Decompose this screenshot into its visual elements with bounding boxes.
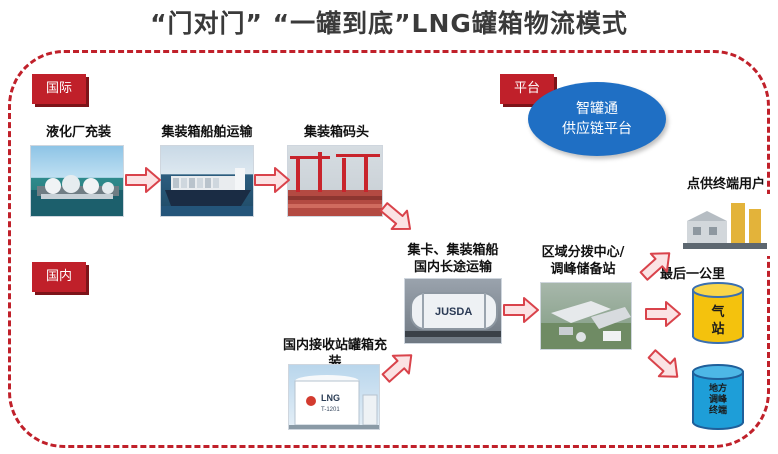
platform-name-line2: 供应链平台 — [562, 121, 632, 137]
container-terminal-photo — [287, 145, 383, 217]
container-terminal-label: 集装箱码头 — [304, 125, 370, 140]
tank-brand-text: LNG — [321, 393, 340, 403]
tank-trailer-illustration: JUSDA — [405, 292, 501, 337]
page-title: “门对门” “一罐到底”LNG罐箱物流模式 — [150, 9, 628, 38]
peak-station-cylinder: 地方调峰终端 — [692, 364, 744, 430]
ship-illustration — [161, 168, 253, 216]
arrow-plant-to-ship — [125, 167, 161, 193]
plant-tanks-illustration — [31, 175, 123, 216]
gas-station-cylinder-shape — [692, 282, 744, 344]
arrow-station-to-transport — [376, 345, 421, 388]
arrow-hub-to-peak-station — [642, 344, 687, 387]
last-mile-label: 最后一公里 — [660, 267, 726, 282]
point-supply-photo — [678, 194, 770, 256]
gas-station-cylinder: 气站 — [692, 282, 744, 344]
hub-aerial-illustration — [541, 301, 631, 349]
gas-station-text: 气站 — [711, 305, 725, 337]
liquefaction-label: 液化厂充装 — [46, 125, 112, 140]
regional-hub-photo — [540, 282, 632, 350]
receiving-station-photo: LNG T-1201 — [288, 364, 380, 430]
peak-station-text: 地方调峰终端 — [708, 384, 727, 416]
trailer-brand-text: JUSDA — [435, 306, 472, 318]
platform-ellipse: 智罐通 供应链平台 — [528, 82, 666, 156]
arrow-terminal-to-transport — [375, 196, 419, 240]
tank-trailer-photo: JUSDA — [404, 278, 502, 344]
point-supply-label: 点供终端用户 — [686, 177, 765, 192]
liquefaction-plant-photo — [30, 145, 124, 217]
terminal-cranes-illustration — [288, 152, 382, 216]
platform-name-line1: 智罐通 — [576, 101, 618, 117]
container-ship-label: 集装箱船舶运输 — [161, 125, 253, 140]
receiving-tank-illustration: LNG T-1201 — [289, 375, 379, 429]
long-haul-label: 集卡、集装箱船国内长途运输 — [407, 243, 499, 275]
arrow-hub-to-gas-station — [645, 301, 681, 327]
container-ship-photo — [160, 145, 254, 217]
arrow-ship-to-terminal — [254, 167, 290, 193]
arrow-transport-to-hub — [503, 297, 539, 323]
domestic-tag: 国内 — [32, 262, 87, 292]
point-supply-illustration — [683, 203, 767, 249]
arrow-hub-to-point-supply — [634, 243, 679, 286]
peak-station-cylinder-shape — [692, 364, 744, 430]
regional-hub-label: 区域分拨中心/调峰储备站 — [541, 245, 625, 277]
tank-code-text: T-1201 — [321, 407, 340, 413]
international-tag: 国际 — [32, 74, 87, 104]
